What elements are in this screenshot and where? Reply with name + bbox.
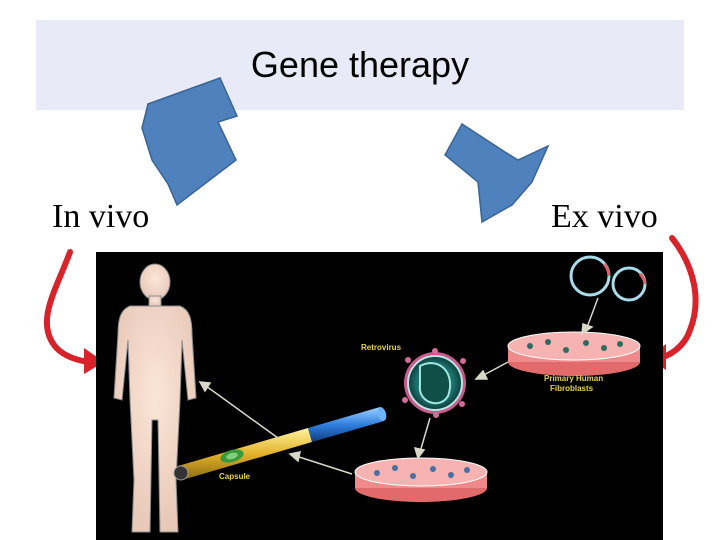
left-blue-arrow bbox=[141, 77, 239, 207]
capsule-label: Capsule bbox=[219, 472, 251, 481]
retrovirus-label: Retrovirus bbox=[361, 343, 402, 352]
in-vivo-label: In vivo bbox=[52, 198, 150, 235]
capsule-device bbox=[173, 407, 387, 481]
fibroblasts-label-line2: Fibroblasts bbox=[550, 384, 594, 393]
slide-title: Gene therapy bbox=[250, 44, 470, 85]
gene-therapy-figure: Retrovirus Primary Human Fibroblasts Cap… bbox=[96, 252, 663, 540]
right-blue-arrow bbox=[444, 122, 550, 224]
ex-vivo-label: Ex vivo bbox=[551, 198, 658, 235]
retrovirus bbox=[402, 348, 466, 418]
petri-dish-bottom bbox=[354, 457, 488, 502]
title-banner bbox=[36, 20, 684, 110]
left-red-arrow bbox=[43, 249, 104, 374]
plasmid-rings bbox=[569, 255, 647, 302]
process-arrows bbox=[198, 297, 599, 475]
petri-dish-top bbox=[507, 331, 641, 376]
fibroblasts-label-line1: Primary Human bbox=[544, 374, 603, 383]
